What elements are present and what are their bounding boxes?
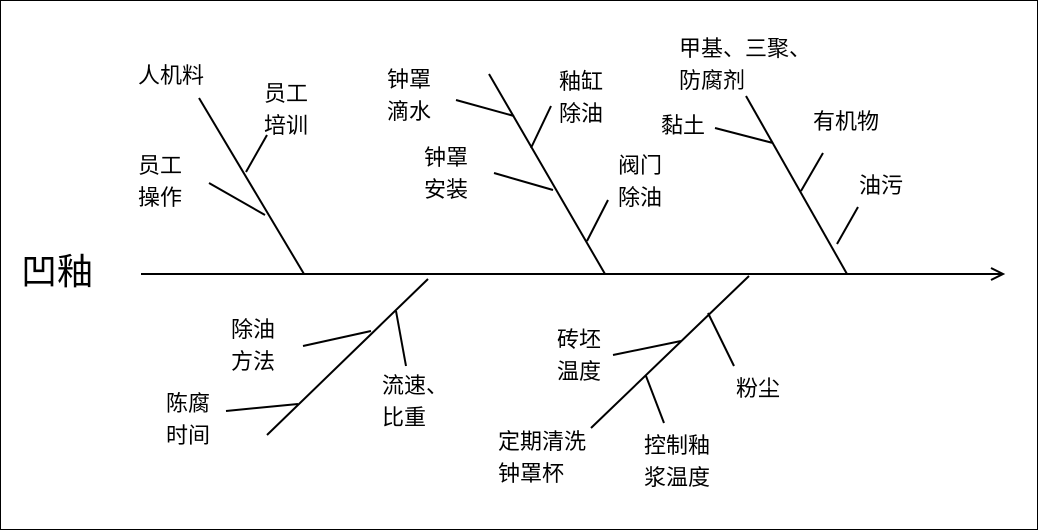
twig-clay <box>714 127 774 144</box>
twig-staff-training <box>245 134 268 173</box>
cause-label: 钟罩滴水 <box>387 65 431 129</box>
cause-label: 砖坯温度 <box>557 325 601 389</box>
twig-oil-stain <box>836 206 859 245</box>
twig-staff-operation <box>208 182 266 216</box>
label-line: 釉缸 <box>559 70 604 95</box>
twig-flow-gravity <box>395 310 407 367</box>
label-line: 浆温度 <box>644 466 711 491</box>
label-line: 除油 <box>559 102 604 127</box>
twig-tank-degrease <box>530 105 552 149</box>
label-line: 定期清洗 <box>498 430 587 455</box>
label-line: 控制釉 <box>644 434 711 459</box>
label-line: 有机物 <box>813 110 880 135</box>
cause-label: 釉缸除油 <box>559 67 603 131</box>
cause-label: 阀门除油 <box>618 151 662 215</box>
label-line: 阀门 <box>618 154 663 179</box>
twig-bell-install <box>493 172 554 191</box>
bone-people-machine-material <box>198 97 305 275</box>
twig-organic <box>800 152 824 192</box>
bone-bell-cover <box>488 73 606 275</box>
label-line: 培训 <box>264 114 309 139</box>
twig-aging-time <box>225 403 299 412</box>
cause-label: 流速、比重 <box>382 371 448 435</box>
label-line: 操作 <box>138 186 183 211</box>
bone-method <box>266 278 429 436</box>
cause-label: 有机物 <box>813 107 879 139</box>
label-line: 陈腐 <box>166 392 211 417</box>
label-line: 时间 <box>166 424 211 449</box>
cause-label: 陈腐时间 <box>166 389 210 453</box>
cause-label: 黏土 <box>661 111 705 143</box>
label-line: 员工 <box>138 154 183 179</box>
twig-glaze-temp <box>645 375 665 424</box>
twig-bell-drip <box>455 99 515 117</box>
label-line: 方法 <box>231 350 276 375</box>
label-line: 员工 <box>264 82 309 107</box>
twig-valve-degrease <box>586 199 609 242</box>
label-line: 除油 <box>231 318 276 343</box>
cause-label: 粉尘 <box>736 374 780 406</box>
effect-label: 凹釉 <box>21 252 94 293</box>
label-line: 比重 <box>382 406 427 431</box>
spine-arrowhead <box>990 267 1006 281</box>
label-line: 滴水 <box>387 100 432 125</box>
label-line: 黏土 <box>661 114 706 139</box>
cause-label: 油污 <box>859 171 903 203</box>
label-line: 温度 <box>557 360 602 385</box>
label-line: 流速、 <box>382 374 449 399</box>
cause-label: 钟罩安装 <box>424 143 468 207</box>
cause-label: 定期清洗钟罩杯 <box>498 427 586 491</box>
twig-body-temp <box>612 340 682 356</box>
label-line: 钟罩 <box>387 68 432 93</box>
bone-material <box>745 95 848 275</box>
label-line: 甲基、三聚、 <box>679 37 812 62</box>
label-line: 砖坯 <box>557 328 602 353</box>
label-line: 安装 <box>424 178 469 203</box>
label-line: 油污 <box>859 174 904 199</box>
twig-degrease-method <box>302 330 372 347</box>
cause-label: 控制釉浆温度 <box>644 431 710 495</box>
label-line: 钟罩 <box>424 146 469 171</box>
label-line: 粉尘 <box>736 377 781 402</box>
twig-dust <box>707 312 735 367</box>
label-line: 钟罩杯 <box>498 462 565 487</box>
cause-label: 员工操作 <box>138 151 182 215</box>
cause-label: 除油方法 <box>231 315 275 379</box>
bone-environment <box>590 275 750 429</box>
cause-label: 人机料 <box>138 61 204 93</box>
label-line: 防腐剂 <box>679 69 746 94</box>
cause-label: 甲基、三聚、防腐剂 <box>679 34 811 98</box>
label-line: 人机料 <box>138 64 205 89</box>
label-line: 除油 <box>618 186 663 211</box>
cause-label: 员工培训 <box>264 79 308 143</box>
